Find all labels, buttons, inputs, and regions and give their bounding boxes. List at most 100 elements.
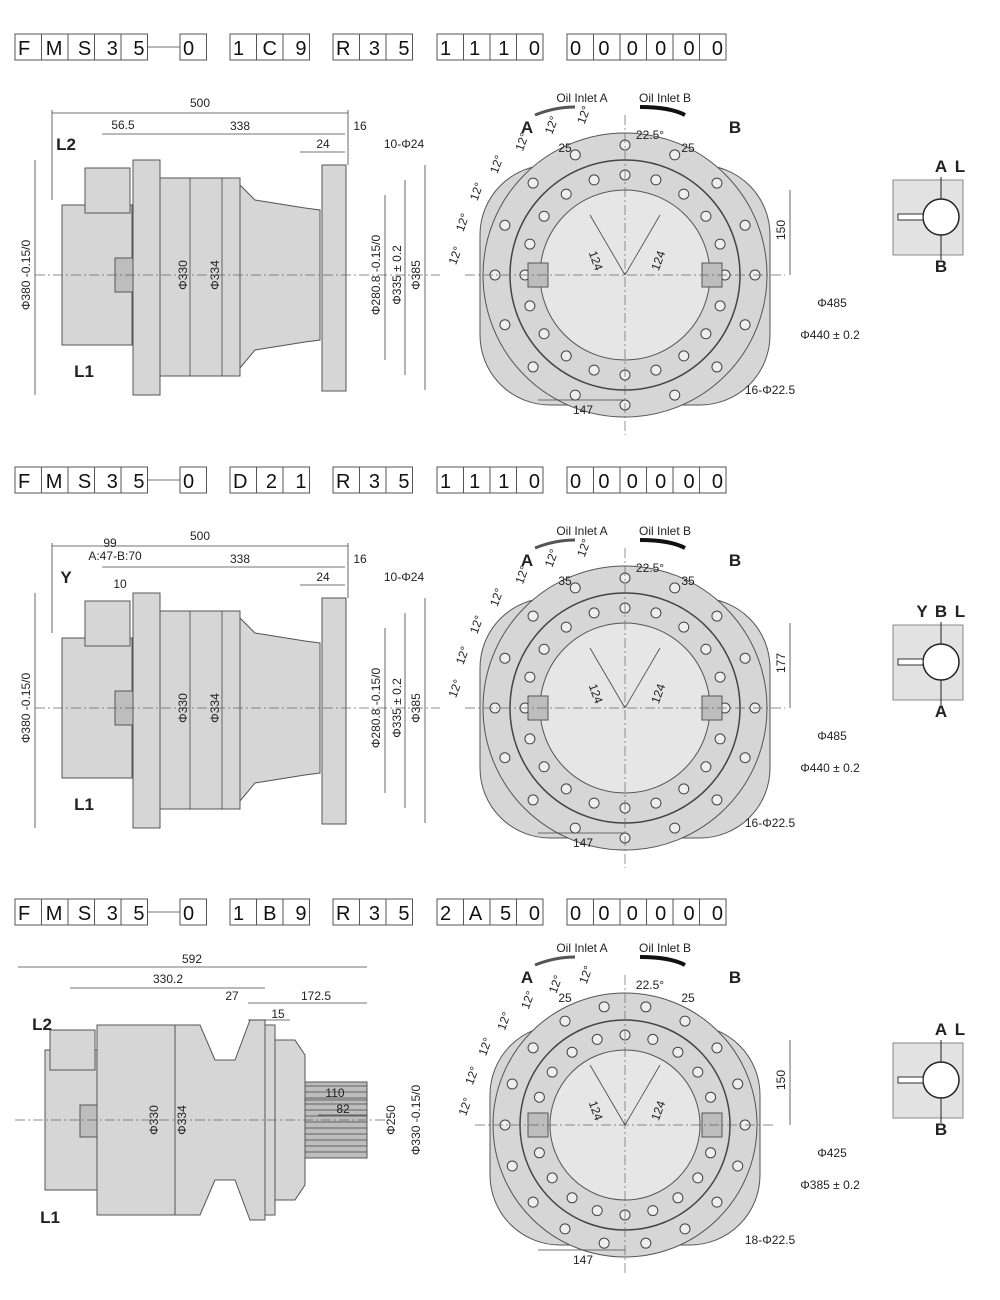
bolt-hole <box>506 1160 518 1172</box>
inner-bolt <box>560 188 572 200</box>
dim-port-offset: 99 <box>103 536 117 550</box>
label-angle-12deg: 12° <box>453 644 472 666</box>
dim-height: 150 <box>774 220 788 240</box>
schematic-label-top: L <box>955 602 965 621</box>
code-box <box>699 466 727 494</box>
inner-bolt <box>647 1033 659 1045</box>
dim-flange-offset: 27 <box>225 989 239 1003</box>
bolt-hole <box>569 582 581 594</box>
inner-bolt <box>672 1046 684 1058</box>
shaft-symbol <box>897 658 924 666</box>
bolt-hole <box>569 822 581 834</box>
inner-bolt <box>524 238 536 250</box>
dim-output-length: 172.5 <box>301 989 331 1003</box>
code-box <box>489 33 517 61</box>
inner-bolt <box>700 210 712 222</box>
dim-offset-a: 25 <box>558 141 572 155</box>
dim-overall-length: 592 <box>182 952 202 966</box>
inner-bolt <box>566 1192 578 1204</box>
code-box <box>593 466 621 494</box>
label-oil-inlet-b: Oil Inlet B <box>639 941 691 955</box>
dim-bolt-circle: Φ385 ± 0.2 <box>800 1178 860 1192</box>
dim-housing-diameter: Φ334 <box>175 1105 189 1135</box>
bolt-hole <box>711 1196 723 1208</box>
bolt-hole <box>559 1015 571 1027</box>
label-oil-inlet-a: Oil Inlet A <box>556 941 607 955</box>
dim-height: 177 <box>774 653 788 673</box>
inner-bolt <box>672 1192 684 1204</box>
dim-flange-thickness: 16 <box>353 552 367 566</box>
code-box <box>282 466 310 494</box>
inner-bolt <box>647 1205 659 1217</box>
mount-flange <box>132 592 161 829</box>
label-oil-inlet-a: Oil Inlet A <box>556 524 607 538</box>
bolt-hole <box>559 1223 571 1235</box>
label-angle-12deg: 12° <box>542 547 561 569</box>
label-angle-12deg: 12° <box>487 153 506 175</box>
code-box <box>646 898 674 926</box>
bolt-hole <box>527 361 539 373</box>
code-group-2: 0 <box>183 38 194 60</box>
dim-body-length: 338 <box>230 119 250 133</box>
dim-spline-diameter: Φ250 <box>384 1105 398 1135</box>
code-box <box>14 898 42 926</box>
arrow-inlet-b-icon <box>639 105 686 117</box>
code-group-2: 0 <box>183 903 194 925</box>
code-box <box>489 466 517 494</box>
label-angle-12deg: 12° <box>456 1096 475 1118</box>
inner-bolt <box>560 783 572 795</box>
dim-radius-b: 124 <box>648 682 668 706</box>
code-box <box>516 898 544 926</box>
bolt-hole <box>739 319 751 331</box>
taper-housing <box>239 183 321 370</box>
dim-flange-diameter: Φ330 -0.15/0 <box>409 1085 423 1156</box>
inner-bolt <box>714 300 726 312</box>
label-port-a: A <box>521 551 533 570</box>
dim-flange-thickness: 16 <box>353 119 367 133</box>
dim-pilot-diameter: Φ280.8 -0.15/0 <box>369 235 383 316</box>
valve-block <box>49 1029 96 1071</box>
bolt-hole <box>506 1078 518 1090</box>
inner-bolt <box>714 238 726 250</box>
dim-width: 147 <box>573 836 593 850</box>
radius-line-a <box>589 1064 626 1126</box>
bolt-hole <box>732 1160 744 1172</box>
inner-bolt <box>700 761 712 773</box>
dim-radius-b: 124 <box>648 1099 668 1123</box>
schematic-label-top: Y <box>916 602 928 621</box>
code-box <box>332 33 360 61</box>
dim-port-offset: 56.5 <box>111 118 135 132</box>
code-box <box>385 898 413 926</box>
gear-housing <box>159 177 241 377</box>
label-angle-12deg: 12° <box>487 586 506 608</box>
dim-small-offset: 10 <box>113 577 127 591</box>
dim-flange-thickness: 15 <box>271 1007 285 1021</box>
dim-bolt-holes: 16-Φ22.5 <box>745 816 796 830</box>
code-group-4: R35 <box>336 903 410 925</box>
code-box <box>120 898 148 926</box>
dim-bolt-circle: Φ440 ± 0.2 <box>800 761 860 775</box>
inner-bolt <box>591 1205 603 1217</box>
code-group-1: FMS35 <box>18 903 145 925</box>
radius-line-a <box>589 214 626 276</box>
bolt-hole <box>711 177 723 189</box>
dim-bolt-holes: 10-Φ24 <box>384 570 425 584</box>
bolt-hole <box>527 1042 539 1054</box>
code-group-1: FMS35 <box>18 38 145 60</box>
gear-housing <box>159 610 241 810</box>
code-box <box>385 466 413 494</box>
label-angle-12deg: 12° <box>446 677 465 699</box>
bolt-hole <box>527 177 539 189</box>
bolt-hole <box>711 1042 723 1054</box>
code-box <box>619 466 647 494</box>
dim-bolt-circle: Φ440 ± 0.2 <box>800 328 860 342</box>
code-box <box>593 898 621 926</box>
inner-bolt <box>678 621 690 633</box>
code-box <box>385 33 413 61</box>
